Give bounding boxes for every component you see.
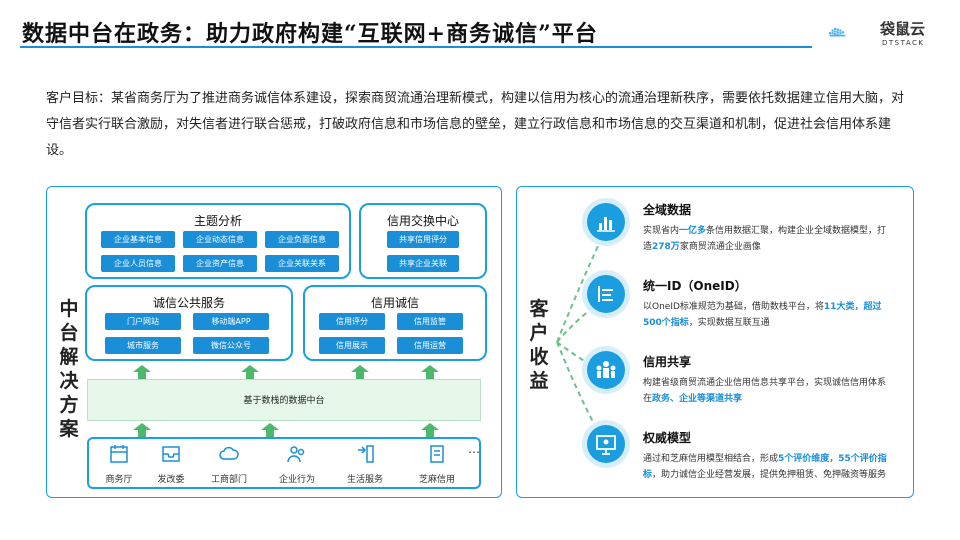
chip-enterprise-relations: 企业关联关系 (265, 255, 339, 272)
people-icon (587, 351, 625, 389)
document-icon (430, 445, 444, 463)
benefit-text: 通过和芝麻信用模型相结合，形成5个评价维度，55个评价指标，助力诚信企业经营发展… (643, 454, 887, 480)
chip-enterprise-personnel: 企业人员信息 (101, 255, 175, 272)
chip-shared-relations: 共享企业关联 (387, 255, 459, 272)
benefit-text: 以OneID标准规范为基础，借助数栈平台，将11大类，超过500个指标，实现数据… (643, 302, 882, 328)
source-ndrc: 发改委 (141, 444, 201, 485)
solution-label: 中台解决方案 (59, 298, 79, 440)
title-underline (20, 46, 812, 48)
benefit-title: 统一ID（OneID） (643, 279, 747, 293)
benefits-label: 客户收益 (529, 298, 549, 392)
data-sources-box: 商务厅 发改委 工商部门 企业行为 生活服务 芝麻信用 … (87, 437, 481, 489)
chip-city-service: 城市服务 (105, 337, 181, 354)
benefit-title: 权威模型 (643, 431, 692, 445)
up-arrow-icon (261, 423, 279, 437)
up-arrow-icon (241, 365, 259, 379)
credit-integrity-box: 信用诚信 信用评分 信用监管 信用展示 信用运营 (303, 285, 487, 361)
benefits-panel: 客户收益 全域数据 实现省内一亿多条信用数据汇聚，构建企业全域数据模型，打造27… (516, 186, 914, 498)
up-arrow-icon (133, 423, 151, 437)
chip-credit-supervision: 信用监管 (397, 313, 463, 330)
theme-analysis-title: 主题分析 (193, 214, 242, 228)
chip-enterprise-dynamic: 企业动态信息 (183, 231, 257, 248)
source-life-service: 生活服务 (335, 444, 395, 485)
calendar-icon (110, 445, 128, 463)
exchange-icon (358, 445, 374, 463)
solution-panel: 中台解决方案 主题分析 企业基本信息 企业动态信息 企业负面信息 企业人员信息 … (46, 186, 502, 498)
source-enterprise-behavior: 企业行为 (267, 444, 327, 485)
chip-credit-score: 信用评分 (319, 313, 385, 330)
benefit-title: 信用共享 (643, 355, 692, 369)
credit-exchange-title: 信用交换中心 (386, 214, 459, 228)
source-more: … (468, 442, 480, 456)
chip-shared-score: 共享信用评分 (387, 231, 459, 248)
logo-text: 袋鼠云 (880, 20, 926, 38)
chip-enterprise-negative: 企业负面信息 (265, 231, 339, 248)
credit-exchange-box: 信用交换中心 共享信用评分 共享企业关联 (359, 203, 487, 279)
data-platform-bar: 基于数栈的数据中台 (87, 379, 481, 421)
chip-enterprise-basic: 企业基本信息 (101, 231, 175, 248)
users-icon (287, 446, 305, 463)
inbox-icon (162, 446, 180, 462)
up-arrow-icon (421, 365, 439, 379)
logo-icon (828, 27, 846, 37)
source-commerce: 商务厅 (89, 444, 149, 485)
up-arrow-icon (421, 423, 439, 437)
chip-credit-display: 信用展示 (319, 337, 385, 354)
source-industry-commerce: 工商部门 (199, 444, 259, 485)
benefit-text: 实现省内一亿多条信用数据汇聚，构建企业全域数据模型，打造278万家商贸流通企业画… (643, 226, 887, 252)
presentation-icon (587, 425, 625, 463)
page-title: 数据中台在政务：助力政府构建“互联网+商务诚信”平台 (22, 21, 598, 47)
credit-integrity-title: 信用诚信 (370, 296, 419, 310)
benefit-text: 构建省级商贸流通企业信用信息共享平台，实现诚信信用体系在政务、企业等渠道共享 (643, 378, 887, 404)
cloud-icon (219, 446, 239, 460)
bar-chart-icon (587, 203, 625, 241)
intro-paragraph: 客户目标：某省商务厅为了推进商务诚信体系建设，探索商贸流通治理新模式，构建以信用… (46, 91, 905, 158)
up-arrow-icon (351, 365, 369, 379)
chip-wechat: 微信公众号 (193, 337, 269, 354)
chip-credit-operation: 信用运营 (397, 337, 463, 354)
logo-subtext: DTSTACK (882, 39, 925, 47)
source-sesame-credit: 芝麻信用 (407, 444, 467, 485)
chip-enterprise-assets: 企业资产信息 (183, 255, 257, 272)
public-service-title: 诚信公共服务 (152, 296, 225, 310)
list-icon (587, 275, 625, 313)
chip-portal: 门户网站 (105, 313, 181, 330)
public-service-box: 诚信公共服务 门户网站 移动端APP 城市服务 微信公众号 (85, 285, 293, 361)
up-arrow-icon (133, 365, 151, 379)
benefit-title: 全域数据 (643, 203, 692, 217)
theme-analysis-box: 主题分析 企业基本信息 企业动态信息 企业负面信息 企业人员信息 企业资产信息 … (85, 203, 351, 279)
chip-mobile-app: 移动端APP (193, 313, 269, 330)
